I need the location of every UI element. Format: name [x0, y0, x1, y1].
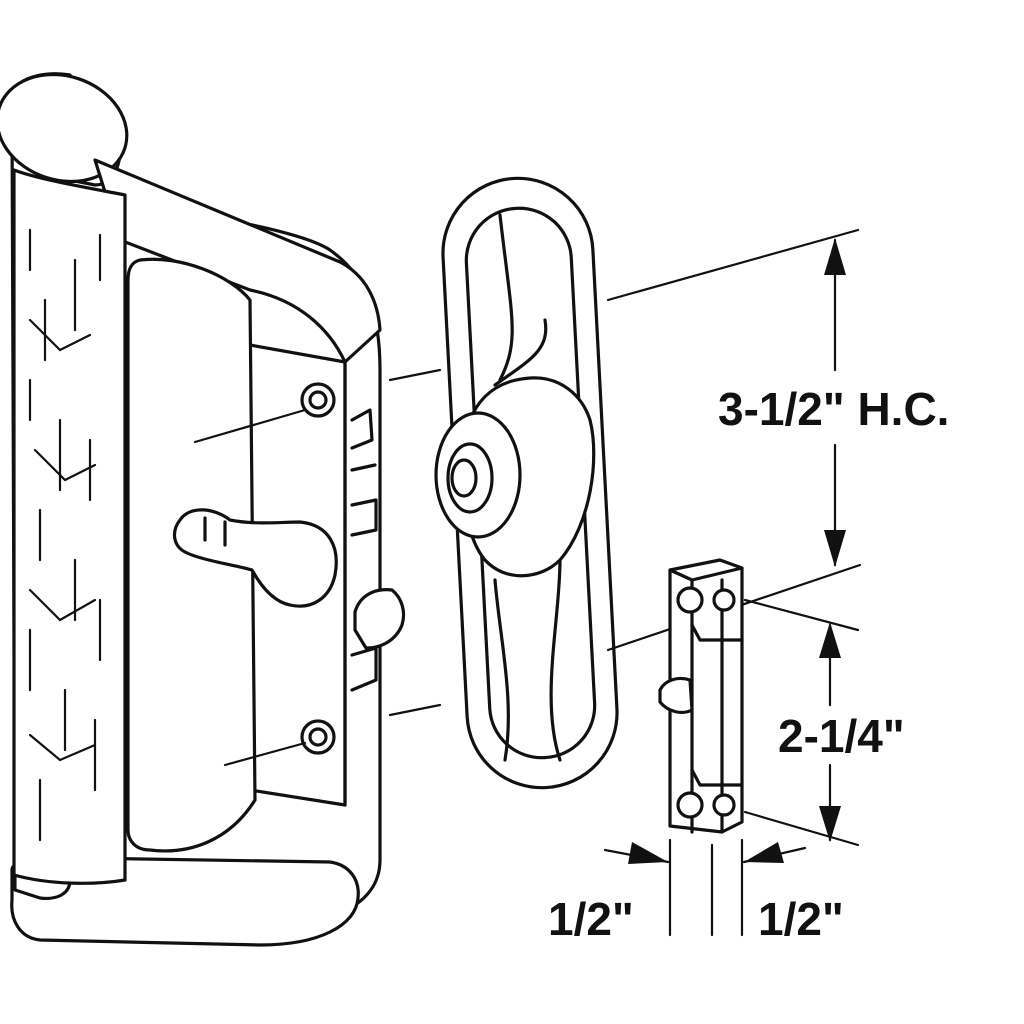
dimension-label-hole-center: 3-1/2" H.C. — [718, 383, 949, 435]
align-line-top-mid — [388, 368, 442, 382]
ext-line-top — [606, 228, 860, 302]
dimension-arrow-hole-center — [824, 238, 846, 567]
keeper — [658, 558, 744, 834]
align-line-top-inner — [193, 408, 307, 444]
escutcheon — [434, 176, 619, 790]
dimension-arrow-width-left — [603, 842, 670, 864]
dimension-arrow-width-right — [742, 842, 807, 864]
align-line-bottom-mid — [388, 703, 442, 717]
handle — [0, 72, 406, 947]
dimension-arrow-keeper-length — [819, 622, 841, 842]
align-line-bottom-inner — [223, 741, 307, 767]
ext-line-keeper-top — [743, 598, 860, 632]
ext-line-keeper-bottom — [743, 810, 860, 847]
dimension-label-keeper-length: 2-1/4" — [778, 710, 905, 762]
dimension-label-right-width: 1/2" — [758, 893, 844, 945]
dimension-label-left-width: 1/2" — [548, 893, 634, 945]
